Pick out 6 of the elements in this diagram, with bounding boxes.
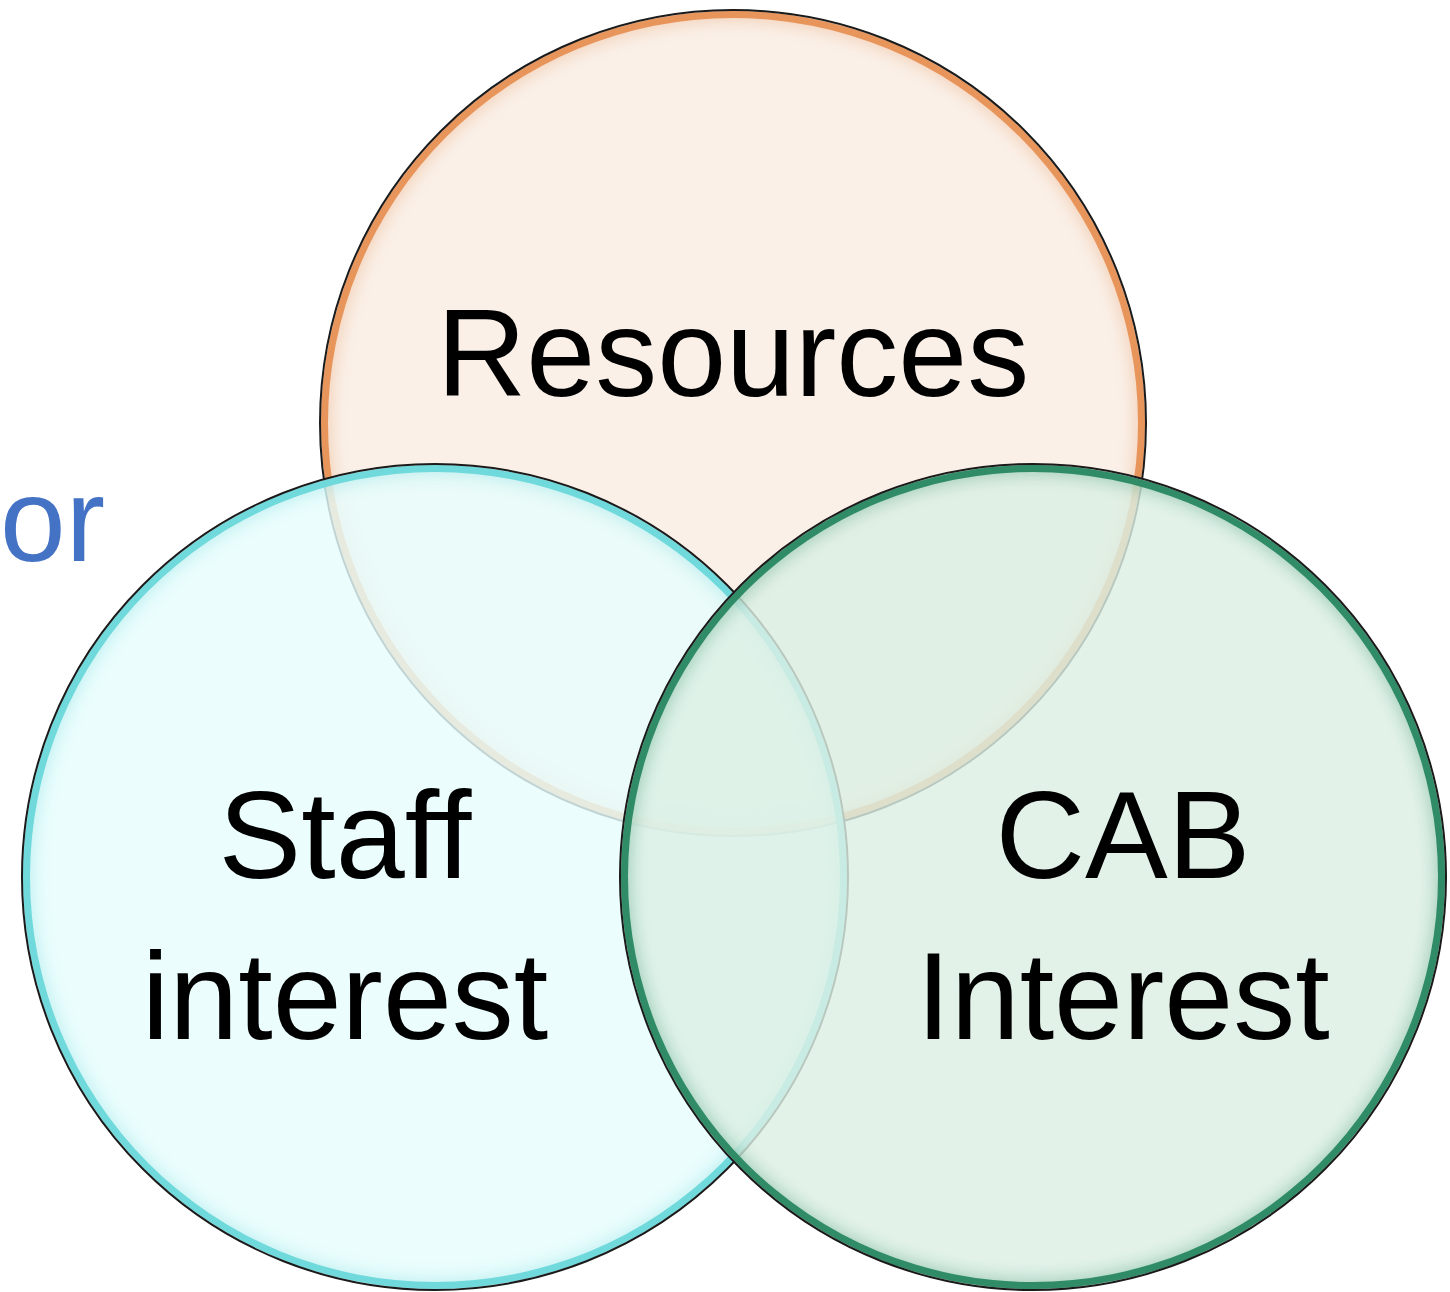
circle-label: Interest: [916, 926, 1330, 1068]
circle-label: interest: [141, 926, 549, 1068]
circle-label: Staff: [218, 765, 472, 906]
circle-label: CAB: [995, 765, 1251, 906]
circle-label: Resources: [436, 283, 1030, 424]
connector-word: or: [0, 453, 105, 588]
